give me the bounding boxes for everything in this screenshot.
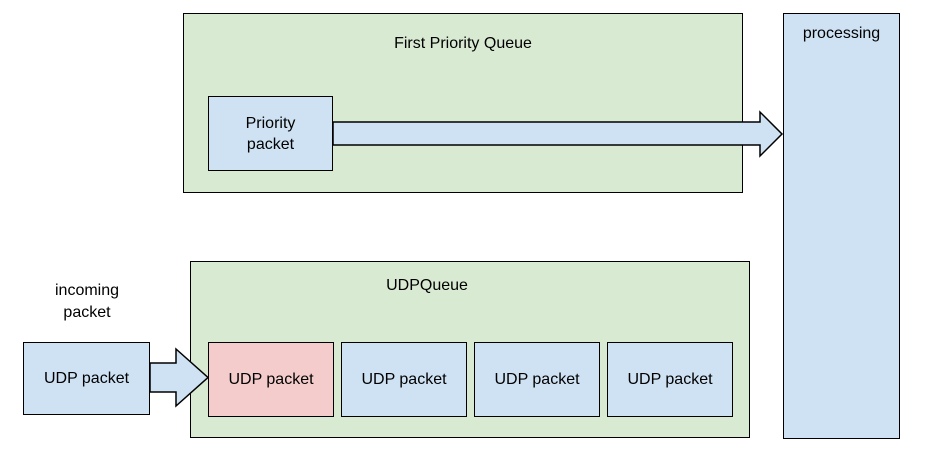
incoming-packet-caption-line2: packet	[63, 304, 111, 321]
incoming-udp-packet-box: UDP packet	[23, 342, 150, 415]
udp-packet-box: UDP packet	[607, 342, 733, 417]
incoming-udp-packet-label: UDP packet	[43, 370, 130, 387]
udp-packet-box: UDP packet	[474, 342, 600, 417]
incoming-packet-caption: incoming packet	[55, 280, 119, 324]
udp-packet-label: UDP packet	[361, 371, 447, 388]
processing-box: processing	[783, 13, 900, 439]
udp-queue-title: UDPQueue	[386, 277, 468, 294]
udp-packet-label: UDP packet	[627, 371, 713, 388]
udp-packet-label: UDP packet	[494, 371, 580, 388]
incoming-packet-caption-line1: incoming	[54, 282, 120, 299]
first-priority-queue-title: First Priority Queue	[394, 35, 532, 52]
priority-packet-label-line2: packet	[246, 135, 295, 153]
priority-packet-label-line1: Priority	[245, 114, 296, 132]
udp-packet-box-highlighted: UDP packet	[208, 342, 334, 417]
udp-packet-box: UDP packet	[341, 342, 467, 417]
udp-packet-label: UDP packet	[228, 371, 314, 388]
processing-label: processing	[802, 25, 881, 42]
priority-packet-box: Priority packet	[208, 96, 333, 171]
